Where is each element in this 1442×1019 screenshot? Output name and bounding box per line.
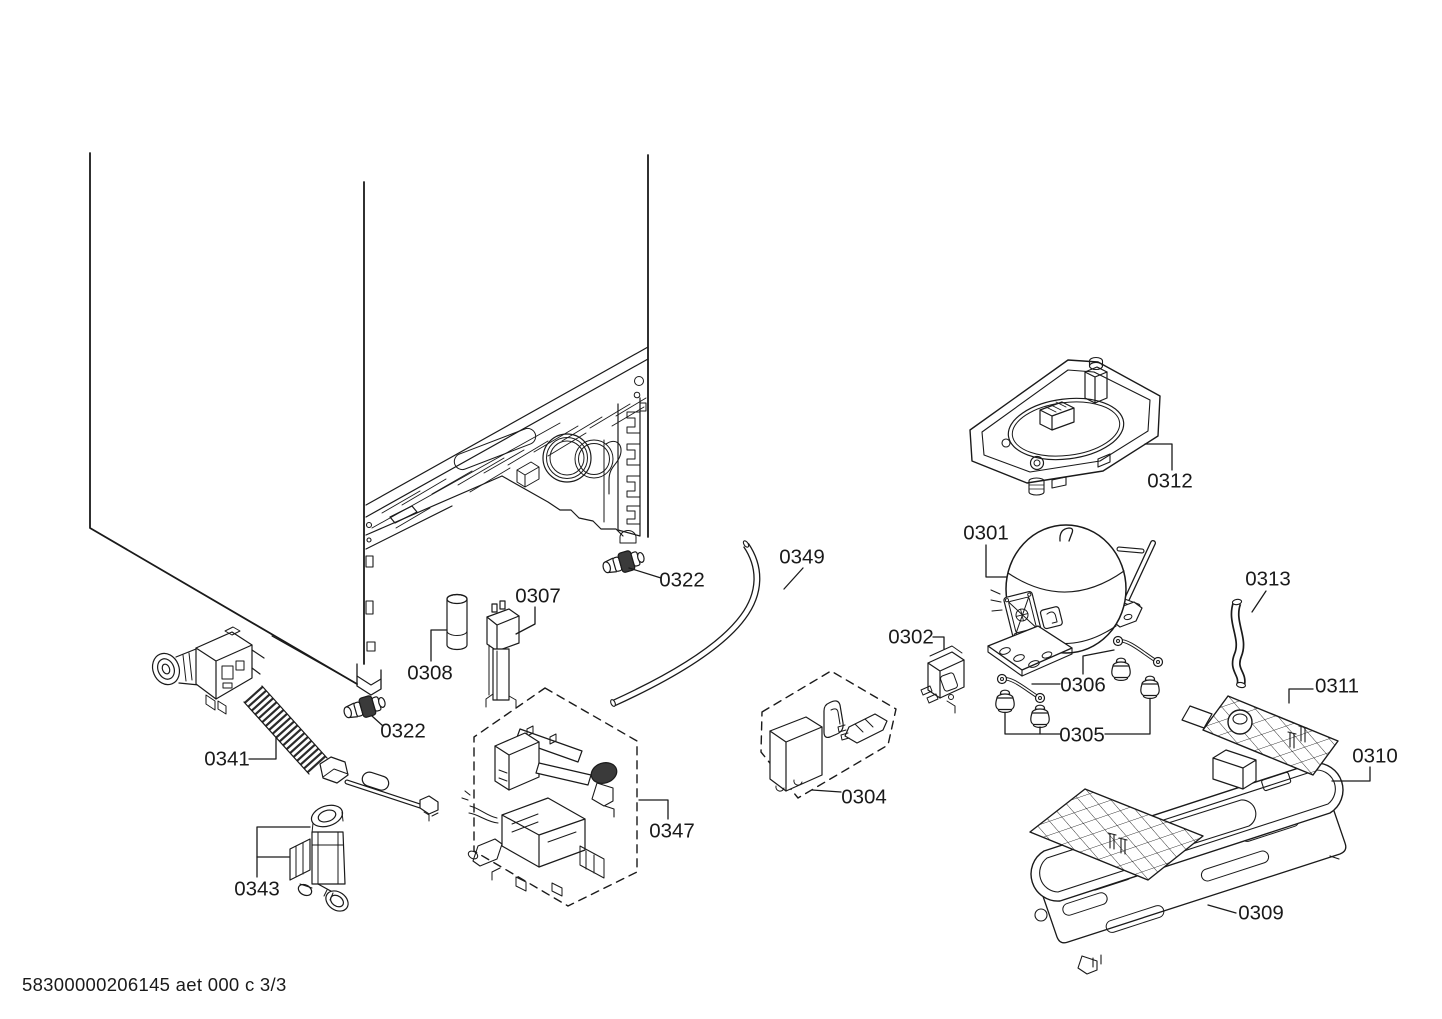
grid-plate-0311 bbox=[1029, 695, 1339, 881]
leader-line-0313 bbox=[1251, 590, 1267, 613]
part-label-0313: 0313 bbox=[1245, 568, 1291, 591]
drip-tray-0312 bbox=[969, 356, 1161, 496]
leader-line-0310 bbox=[1331, 766, 1371, 782]
compressor-niche bbox=[501, 376, 647, 544]
capacitor-0308 bbox=[446, 593, 468, 651]
part-label-0312: 0312 bbox=[1147, 470, 1193, 493]
part-label-0347: 0347 bbox=[649, 820, 695, 843]
compressor-0301 bbox=[987, 524, 1156, 677]
back-panel-left-edge-details bbox=[365, 521, 376, 652]
leader-line-0304 bbox=[811, 789, 842, 793]
bracket-kit-0347 bbox=[461, 687, 638, 907]
part-label-0322-upper: 0322 bbox=[659, 569, 705, 592]
leader-line-0312 bbox=[1144, 443, 1173, 471]
leader-line-0302 bbox=[932, 636, 945, 650]
leader-line-0311 bbox=[1288, 688, 1314, 704]
leader-line-0307 bbox=[515, 606, 536, 635]
coupling-0322-lower bbox=[340, 691, 389, 724]
drain-tube-0313 bbox=[1230, 598, 1247, 689]
part-label-0343: 0343 bbox=[234, 878, 280, 901]
leader-line-0347 bbox=[638, 799, 669, 820]
leader-line-0343 bbox=[256, 826, 311, 878]
leader-line-0301 bbox=[985, 544, 1008, 578]
coupling-0322-upper bbox=[599, 546, 648, 579]
cover-kit-0304 bbox=[760, 670, 897, 799]
part-label-0322-lower: 0322 bbox=[380, 720, 426, 743]
leader-line-0309 bbox=[1207, 904, 1237, 914]
part-label-0305: 0305 bbox=[1059, 724, 1105, 747]
starting-device-0307 bbox=[485, 600, 520, 709]
inlet-hose-0341 bbox=[151, 626, 439, 822]
part-label-0341: 0341 bbox=[204, 748, 250, 771]
leader-line-0349 bbox=[783, 567, 804, 590]
leader-line-0306 bbox=[1082, 649, 1115, 675]
cabinet-outline bbox=[89, 152, 649, 696]
leader-line-0322-upper bbox=[628, 567, 662, 579]
part-label-0304: 0304 bbox=[841, 786, 887, 809]
leader-line-0305 bbox=[1104, 698, 1151, 735]
leader-line-0322-lower bbox=[371, 715, 384, 727]
leader-line-0341 bbox=[248, 736, 277, 760]
drain-hose-0349 bbox=[610, 540, 761, 707]
part-label-0301: 0301 bbox=[963, 522, 1009, 545]
mounting-clips-0306 bbox=[996, 635, 1164, 704]
part-label-0302: 0302 bbox=[888, 626, 934, 649]
part-label-0306: 0306 bbox=[1060, 674, 1106, 697]
leader-line-0305 bbox=[1004, 712, 1061, 735]
part-label-0349: 0349 bbox=[779, 546, 825, 569]
water-valve-0343 bbox=[289, 804, 349, 912]
part-label-0311: 0311 bbox=[1315, 675, 1359, 698]
relay-0302 bbox=[920, 645, 965, 714]
leader-line-0308 bbox=[430, 629, 448, 662]
part-label-0309: 0309 bbox=[1238, 902, 1284, 925]
part-label-layer: 0322 0307 0308 0349 0341 0322 0343 0347 0304 0302… bbox=[204, 470, 1398, 925]
part-label-0310: 0310 bbox=[1352, 745, 1398, 768]
part-label-0308: 0308 bbox=[407, 662, 453, 685]
back-panel-insulation-band bbox=[365, 346, 649, 550]
part-label-0307: 0307 bbox=[515, 585, 561, 608]
document-number-footer: 58300000206145 aet 000 c 3/3 bbox=[22, 974, 287, 995]
leader-line-layer bbox=[248, 443, 1371, 914]
